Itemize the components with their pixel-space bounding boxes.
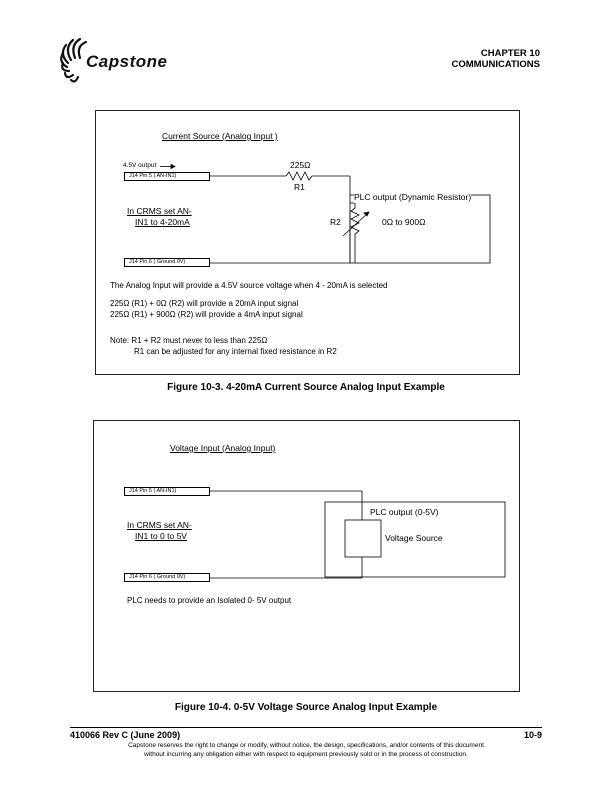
pin6-label: J14 Pin 6 ( Ground 0V)	[124, 258, 210, 267]
crms-setting-line2: IN1 to 4-20mA	[135, 217, 190, 227]
disclaimer: Capstone reserves the right to change or…	[0, 742, 612, 759]
figure-voltage-source-box	[93, 420, 520, 692]
note-line-2: 225Ω (R1) + 0Ω (R2) will provide a 20mA …	[110, 299, 299, 308]
note-line-4: Note: R1 + R2 must never to less than 22…	[110, 336, 268, 345]
isolated-output-note: PLC needs to provide an Isolated 0- 5V o…	[127, 596, 292, 605]
page-number: 10-9	[523, 730, 542, 740]
crms-setting-v-line1: In CRMS set AN-	[127, 520, 192, 530]
chapter-heading: CHAPTER 10 COMMUNICATIONS	[452, 48, 540, 70]
voltage-source-label: Voltage Source	[385, 533, 443, 543]
capstone-logo	[60, 36, 90, 91]
r2-variable-resistor	[350, 203, 360, 238]
note-line-5: R1 can be adjusted for any internal fixe…	[134, 347, 337, 356]
r2-name: R2	[330, 217, 341, 227]
chapter-title: COMMUNICATIONS	[451, 59, 540, 70]
pin5-label-v: J14 Pin 5 ( AN-IN1)	[124, 487, 210, 496]
pin5-label: J14 Pin 5 ( AN-IN1)	[124, 172, 210, 181]
r1-value: 225Ω	[290, 160, 311, 170]
logo-swirl-icon	[60, 37, 88, 83]
figure-current-source-box	[95, 110, 520, 375]
document-revision: 410066 Rev C (June 2009)	[70, 730, 181, 740]
note-line-1: The Analog Input will provide a 4.5V sou…	[110, 281, 388, 290]
current-source-title: Current Source (Analog Input )	[162, 131, 278, 141]
figure-10-4-caption: Figure 10-4. 0-5V Voltage Source Analog …	[174, 702, 438, 713]
r1-name: R1	[294, 182, 305, 192]
footer-divider	[70, 727, 542, 728]
plc-voltage-output-box	[324, 501, 506, 578]
pin6-label-v: J14 Pin 6 ( Ground 0V)	[124, 573, 210, 582]
plc-voltage-label: PLC output (0-5V)	[370, 507, 439, 517]
figure-10-3-caption: Figure 10-3. 4-20mA Current Source Analo…	[167, 382, 445, 393]
r2-range: 0Ω to 900Ω	[382, 217, 426, 227]
output-voltage-label: 4.5V output	[123, 162, 157, 169]
chapter-number: CHAPTER 10	[480, 48, 540, 59]
crms-setting-v-line2: IN1 to 0 to 5V	[135, 531, 187, 541]
crms-setting-line1: In CRMS set AN-	[127, 206, 192, 216]
r1-resistor	[285, 171, 313, 181]
voltage-source-box	[344, 519, 382, 558]
disclaimer-line-2: without incurring any obligation either …	[144, 750, 468, 758]
disclaimer-line-1: Capstone reserves the right to change or…	[128, 742, 484, 749]
voltage-input-title: Voltage Input (Analog Input)	[170, 443, 276, 453]
plc-dynamic-label: PLC output (Dynamic Resistor)	[354, 192, 472, 203]
note-line-3: 225Ω (R1) + 900Ω (R2) will provide a 4mA…	[110, 310, 303, 319]
brand-name: Capstone	[86, 52, 168, 71]
